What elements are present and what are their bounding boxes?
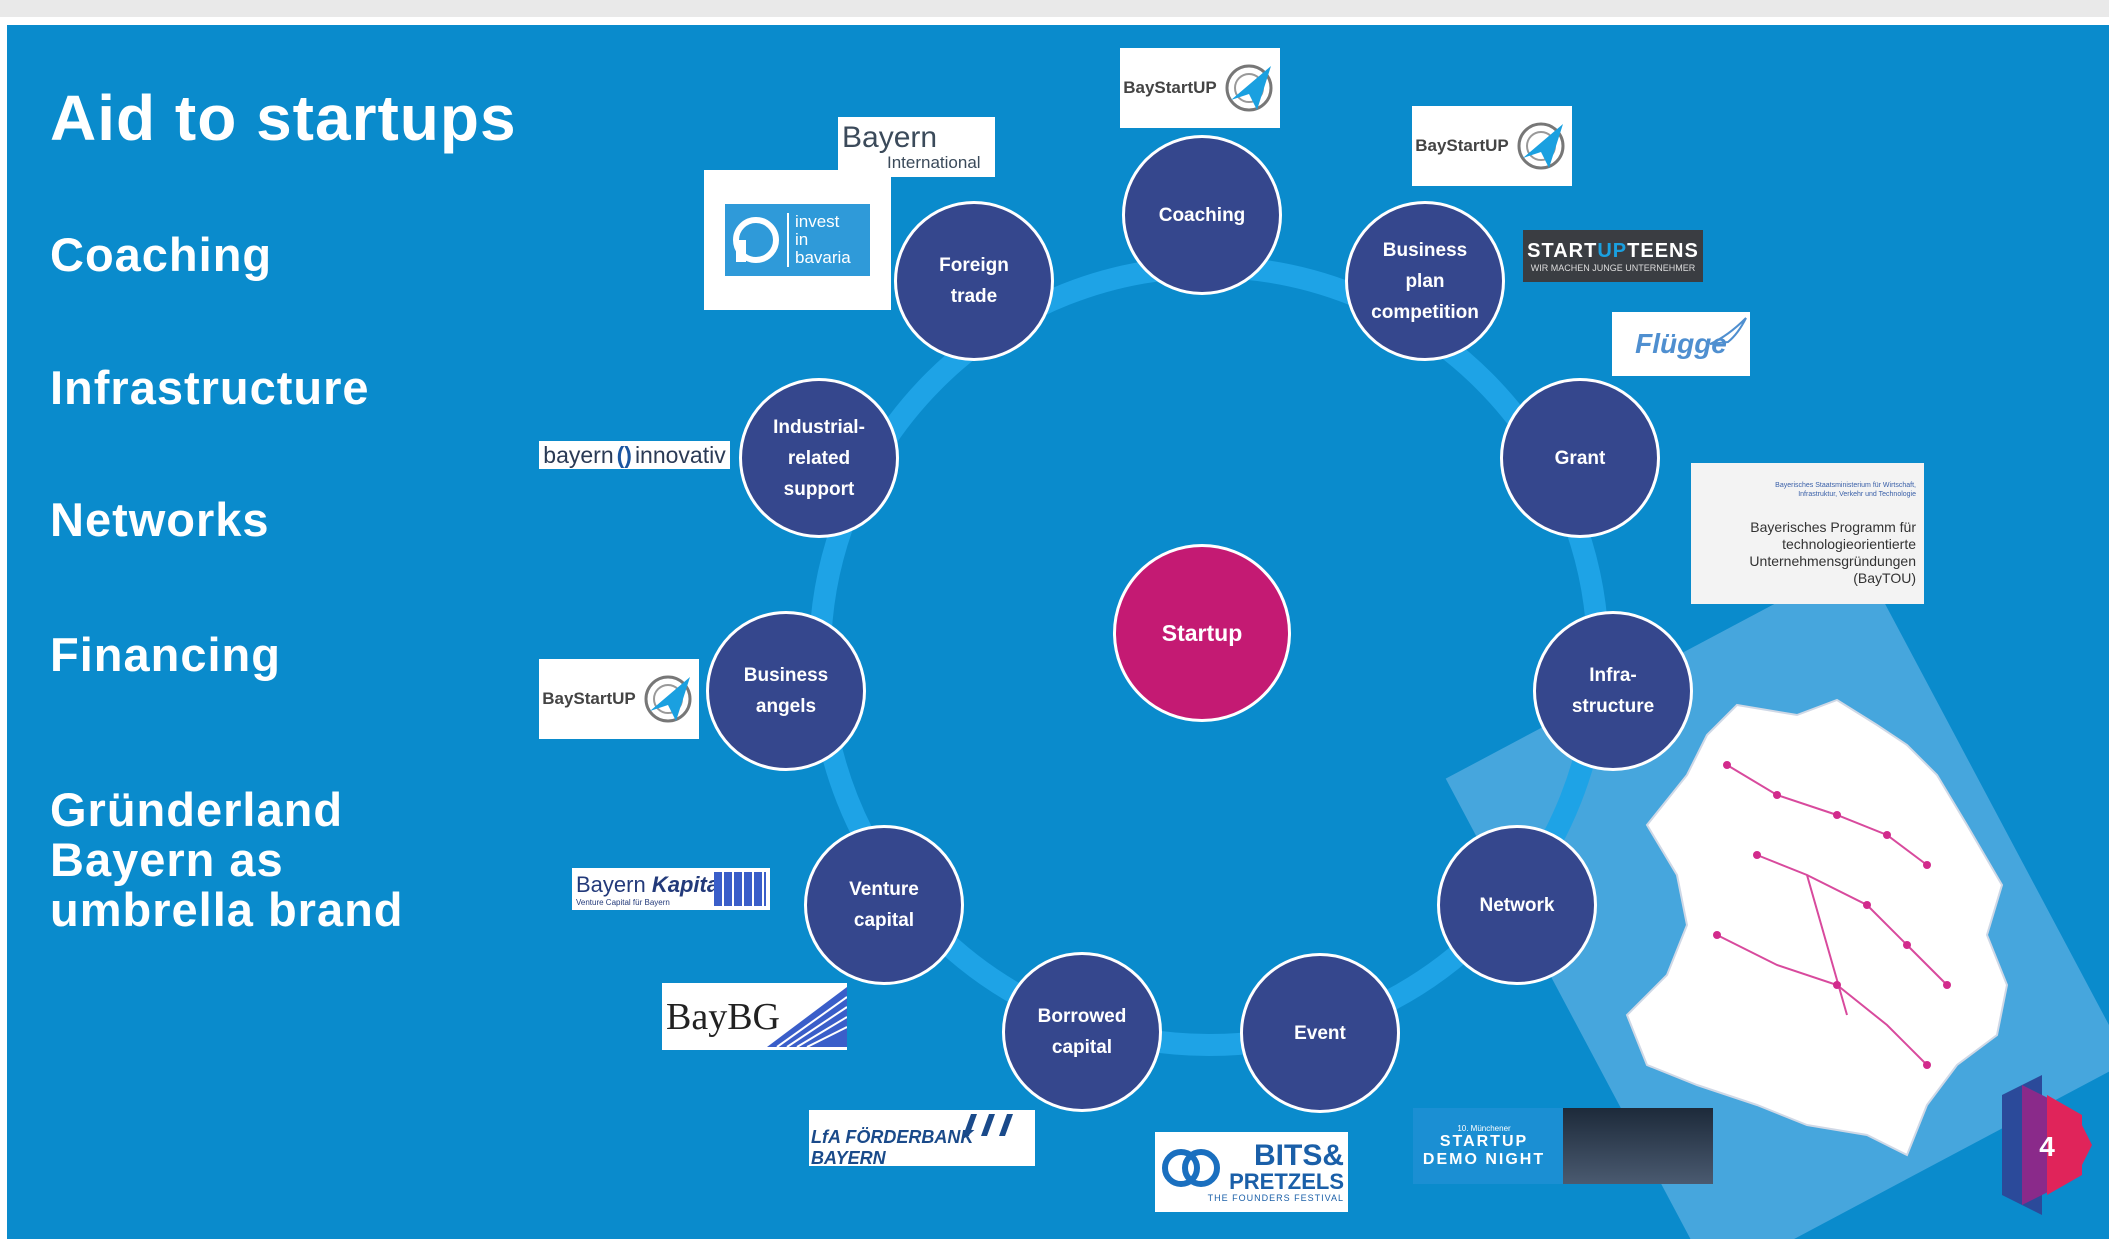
topic-infrastructure: Infrastructure xyxy=(50,361,370,414)
demo-night-photo xyxy=(1563,1108,1713,1184)
logo-bayern-international: Bayern International xyxy=(838,117,995,177)
logo-baystartup-business-angels: BayStartUP xyxy=(539,659,699,739)
node-borrowed-capital: Borrowed capital xyxy=(1002,952,1162,1112)
slide-title: Aid to startups xyxy=(50,82,517,154)
topic-networks: Networks xyxy=(50,493,270,546)
logo-baystartup-business-plan: BayStartUP xyxy=(1412,106,1572,186)
page-number: 4 xyxy=(2039,1131,2055,1162)
node-business-plan-competition: Business plan competition xyxy=(1345,201,1505,361)
bird-icon xyxy=(1709,317,1747,345)
logo-baystartup-coaching: BayStartUP xyxy=(1120,48,1280,128)
invest-in-bavaria-icon xyxy=(733,217,779,263)
bavaria-map xyxy=(1625,698,2009,1157)
node-event: Event xyxy=(1240,953,1400,1113)
logo-lfa-foerderbank: LfA FÖRDERBANK BAYERN xyxy=(809,1110,1035,1166)
node-foreign-trade: Foreign trade xyxy=(894,201,1054,361)
topic-gruenderland: Gründerland Bayern as umbrella brand xyxy=(50,783,404,936)
logo-bayern-innovativ: bayern () innovativ xyxy=(539,441,730,469)
logo-bits-and-pretzels: BITS& PRETZELS THE FOUNDERS FESTIVAL xyxy=(1155,1132,1348,1212)
logo-startup-teens: STARTUPTEENS WIR MACHEN JUNGE UNTERNEHME… xyxy=(1523,230,1703,282)
page-badge xyxy=(2002,1075,2092,1215)
pretzel-icon xyxy=(1162,1149,1220,1187)
bayern-kapital-grid-icon xyxy=(714,872,766,906)
baystartup-paperplane-icon xyxy=(1225,64,1273,112)
logo-fluegge: Flügge xyxy=(1612,312,1750,376)
node-infrastructure: Infra- structure xyxy=(1533,611,1693,771)
node-venture-capital: Venture capital xyxy=(804,825,964,985)
topic-coaching: Coaching xyxy=(50,228,273,281)
logo-baytou: Bayerisches Staatsministerium für Wirtsc… xyxy=(1691,463,1924,604)
top-bar xyxy=(0,0,2109,17)
baystartup-paperplane-icon xyxy=(1517,122,1565,170)
baystartup-paperplane-icon xyxy=(644,675,692,723)
topic-financing: Financing xyxy=(50,628,281,681)
slide: Aid to startups Coaching Infrastructure … xyxy=(7,25,2109,1239)
logo-baybg: BayBG xyxy=(662,983,847,1050)
node-network: Network xyxy=(1437,825,1597,985)
center-node-startup: Startup xyxy=(1113,544,1291,722)
node-coaching: Coaching xyxy=(1122,135,1282,295)
baybg-stripes-icon xyxy=(767,987,847,1047)
node-industrial-related-support: Industrial- related support xyxy=(739,378,899,538)
lfa-bars-icon xyxy=(963,1114,1013,1136)
node-business-angels: Business angels xyxy=(706,611,866,771)
logo-bayern-kapital: Bayern Kapital Venture Capital für Bayer… xyxy=(572,868,770,910)
node-grant: Grant xyxy=(1500,378,1660,538)
logo-invest-in-bavaria: invest in bavaria xyxy=(704,170,891,310)
logo-startup-demo-night: 10. Münchener STARTUP DEMO NIGHT xyxy=(1413,1108,1713,1184)
